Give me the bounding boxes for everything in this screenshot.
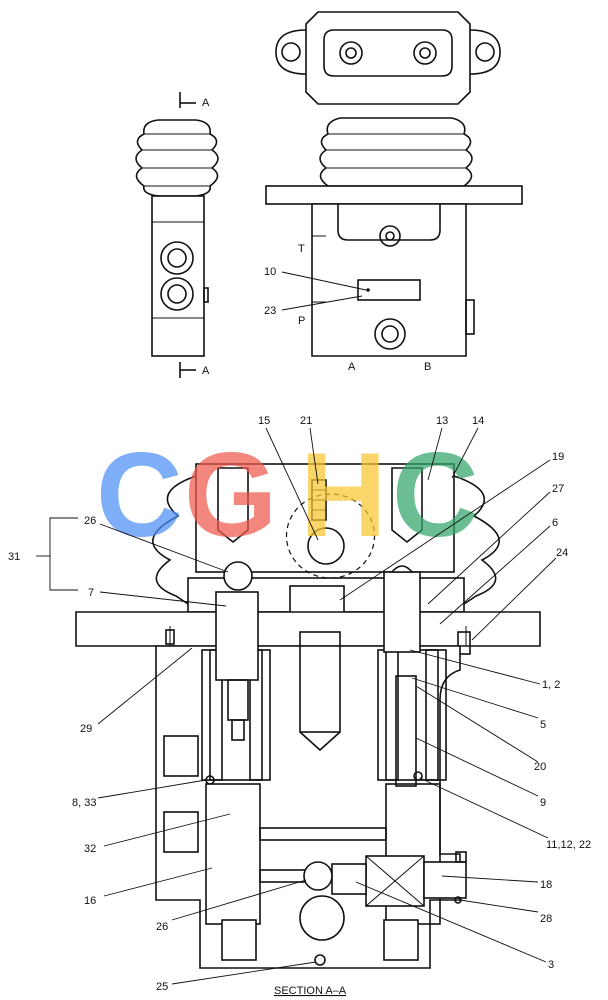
section-a-a <box>75 463 541 969</box>
callout-9: 9 <box>540 797 546 809</box>
left-side-view <box>135 92 219 378</box>
watermark-letter-3: H <box>300 428 387 562</box>
top-flange-view <box>275 11 501 105</box>
callout-6: 6 <box>552 517 558 529</box>
callout-21: 21 <box>300 415 312 427</box>
port-label-b: B <box>424 361 431 373</box>
watermark-letter-4: C <box>392 428 479 562</box>
section-title: SECTION A–A <box>274 985 347 997</box>
callout-26-top: 26 <box>84 515 96 527</box>
section-marker-bottom: A <box>202 365 210 377</box>
callout-10: 10 <box>264 266 276 278</box>
callout-8-33: 8, 33 <box>72 797 96 809</box>
callout-11-12-22: 11,12, 22 <box>546 839 591 851</box>
watermark-letter-1: C <box>96 428 183 562</box>
callout-31: 31 <box>8 551 20 563</box>
port-label-t: T <box>298 243 305 255</box>
callout-14: 14 <box>472 415 484 427</box>
callout-24: 24 <box>556 547 568 559</box>
callout-20: 20 <box>534 761 546 773</box>
callout-26-bottom: 26 <box>156 921 168 933</box>
callout-13: 13 <box>436 415 448 427</box>
callout-3: 3 <box>548 959 554 971</box>
callout-5: 5 <box>540 719 546 731</box>
callout-29: 29 <box>80 723 92 735</box>
section-marker-top: A <box>202 97 210 109</box>
callout-19: 19 <box>552 451 564 463</box>
port-label-p: P <box>298 315 305 327</box>
watermark: C G H C <box>96 428 479 562</box>
callout-25: 25 <box>156 981 168 993</box>
callout-28: 28 <box>540 913 552 925</box>
callout-15: 15 <box>258 415 270 427</box>
callout-18: 18 <box>540 879 552 891</box>
watermark-letter-2: G <box>184 428 277 562</box>
callout-1-2: 1, 2 <box>542 679 560 691</box>
port-label-a: A <box>348 361 356 373</box>
callout-23: 23 <box>264 305 276 317</box>
callout-27: 27 <box>552 483 564 495</box>
front-view <box>265 117 523 357</box>
callout-7: 7 <box>88 587 94 599</box>
callout-16: 16 <box>84 895 96 907</box>
section-callouts: 15 21 13 14 19 27 26 31 6 7 24 1, 2 29 5… <box>8 415 591 993</box>
callout-32: 32 <box>84 843 96 855</box>
